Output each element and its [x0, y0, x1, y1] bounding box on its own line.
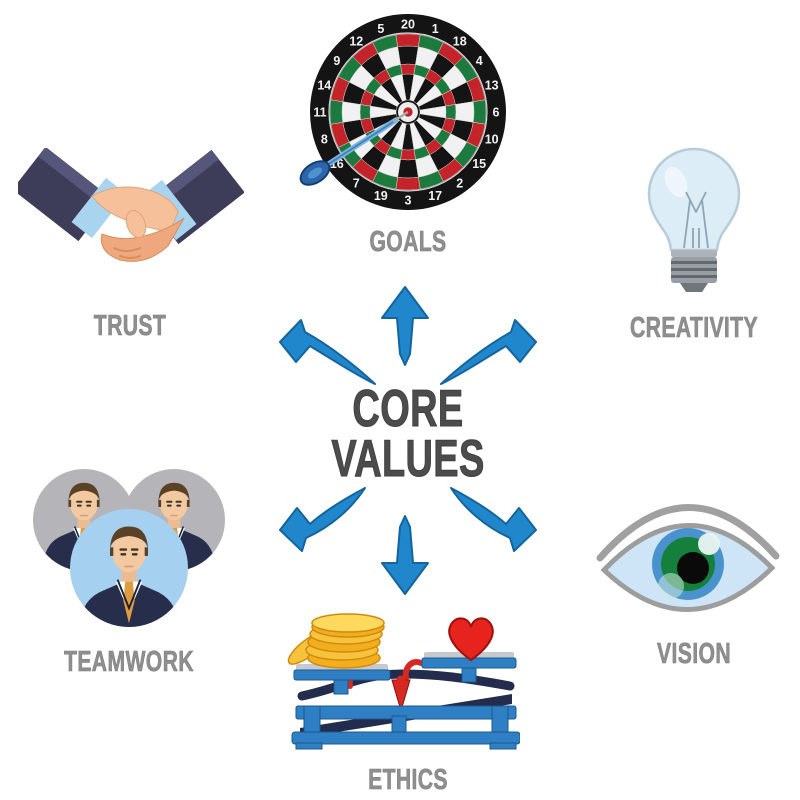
svg-text:12: 12 [349, 34, 363, 48]
bulb-highlight [664, 166, 688, 198]
thumb [125, 209, 147, 239]
teamwork-label: TEAMWORK [64, 646, 194, 678]
svg-text:5: 5 [377, 22, 384, 36]
arrow-lower-right [450, 487, 537, 552]
svg-text:2: 2 [456, 177, 463, 191]
lightbulb-icon [647, 147, 741, 292]
filament [683, 191, 709, 249]
svg-text:14: 14 [317, 78, 331, 92]
svg-text:15: 15 [472, 157, 486, 171]
svg-text:7: 7 [353, 177, 360, 191]
svg-text:17: 17 [428, 189, 442, 203]
svg-text:1: 1 [432, 22, 439, 36]
handshake-icon [18, 148, 244, 262]
vision-label: VISION [657, 638, 731, 670]
title-line-2: VALUES [331, 430, 485, 488]
svg-text:19: 19 [374, 189, 388, 203]
bulb-tip [680, 283, 708, 292]
goals-label: GOALS [369, 226, 447, 258]
front-avatar [70, 509, 188, 627]
core-values-title: CORE VALUES [309, 380, 506, 488]
arrow-down [381, 515, 429, 595]
upper-hand [91, 186, 179, 233]
creativity-label: CREATIVITY [630, 312, 758, 344]
arrow-upper-left [279, 319, 376, 385]
ethics-label: ETHICS [368, 764, 448, 796]
balance-scale-icon [287, 613, 520, 750]
left-pan [293, 669, 391, 681]
svg-text:3: 3 [405, 194, 412, 208]
bulb-collar [671, 250, 717, 257]
upper-lid-arc [596, 504, 780, 562]
svg-text:6: 6 [493, 106, 500, 120]
heart-icon [448, 617, 494, 662]
svg-text:11: 11 [313, 106, 326, 120]
arrow-up [381, 286, 429, 366]
title-line-1: CORE [352, 380, 464, 438]
svg-text:8: 8 [321, 133, 328, 147]
svg-text:10: 10 [485, 133, 499, 147]
arrow-upper-right [440, 319, 537, 385]
dart-icon [299, 111, 409, 186]
coins-icon [287, 613, 385, 669]
pupil [677, 552, 709, 584]
team-avatars-icon [33, 469, 225, 627]
svg-text:13: 13 [485, 78, 499, 92]
svg-text:18: 18 [453, 34, 467, 48]
bulb-glass [647, 147, 741, 252]
arrow-lower-left [279, 487, 366, 552]
right-hook [402, 658, 424, 681]
svg-text:20: 20 [401, 18, 415, 32]
trust-label: TRUST [93, 310, 167, 342]
eye-icon [596, 504, 780, 612]
iris [652, 528, 724, 600]
svg-text:9: 9 [333, 54, 340, 68]
finger-lines [113, 247, 141, 259]
svg-text:4: 4 [476, 54, 483, 68]
bottom-bar [291, 731, 520, 745]
